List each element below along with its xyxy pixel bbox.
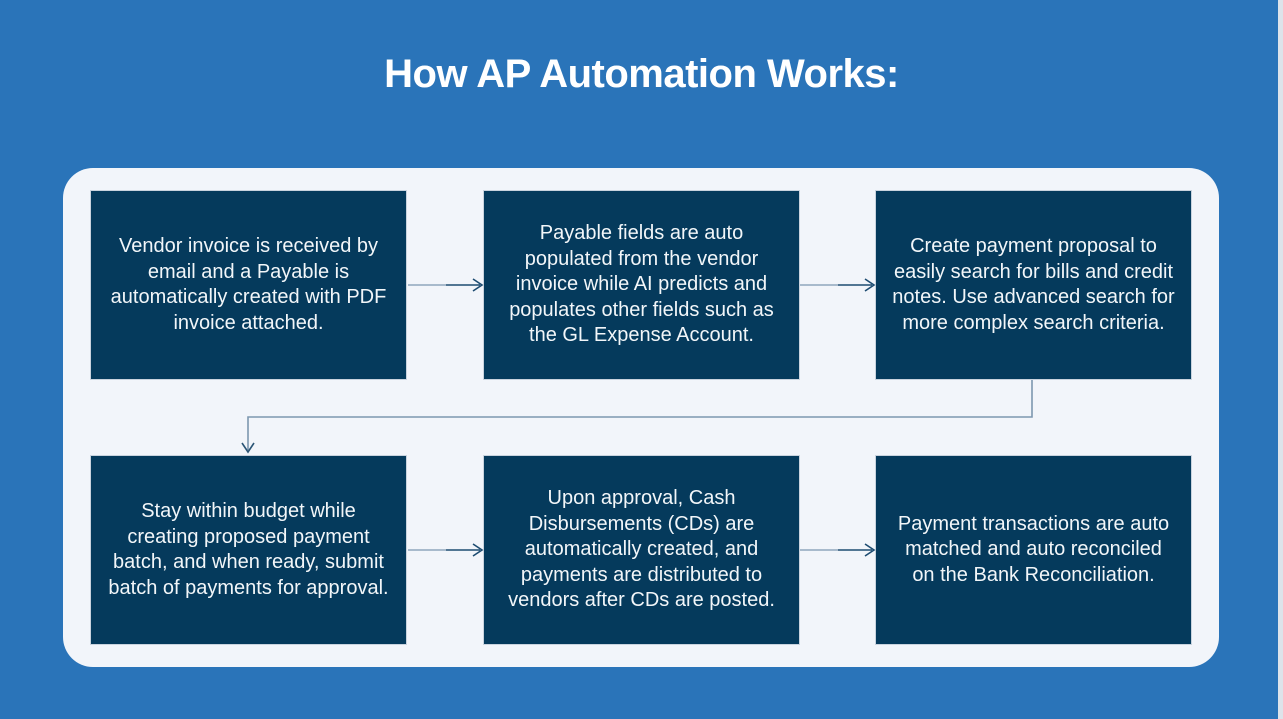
flow-step-3: Create payment proposal to easily search… (875, 190, 1192, 380)
flow-step-6-text: Payment transactions are auto matched an… (897, 512, 1170, 586)
connector-step1-step2 (408, 278, 484, 292)
connector-step2-step3 (800, 278, 876, 292)
flow-step-5: Upon approval, Cash Disbursements (CDs) … (483, 455, 800, 645)
flow-step-1: Vendor invoice is received by email and … (90, 190, 407, 380)
flow-step-2-text: Payable fields are auto populated from t… (509, 222, 774, 347)
flow-step-5-text: Upon approval, Cash Disbursements (CDs) … (508, 487, 775, 612)
flow-step-2: Payable fields are auto populated from t… (483, 190, 800, 380)
flow-step-4: Stay within budget while creating propos… (90, 455, 407, 645)
right-edge-strip (1278, 0, 1283, 719)
flow-step-6: Payment transactions are auto matched an… (875, 455, 1192, 645)
connector-step3-step4 (241, 380, 1033, 454)
connector-step5-step6 (800, 543, 876, 557)
flow-step-1-text: Vendor invoice is received by email and … (110, 235, 387, 334)
connector-step4-step5 (408, 543, 484, 557)
flow-step-4-text: Stay within budget while creating propos… (108, 500, 389, 599)
page-title: How AP Automation Works: (384, 52, 899, 96)
flow-card: Vendor invoice is received by email and … (63, 168, 1219, 667)
flow-step-3-text: Create payment proposal to easily search… (892, 235, 1175, 334)
